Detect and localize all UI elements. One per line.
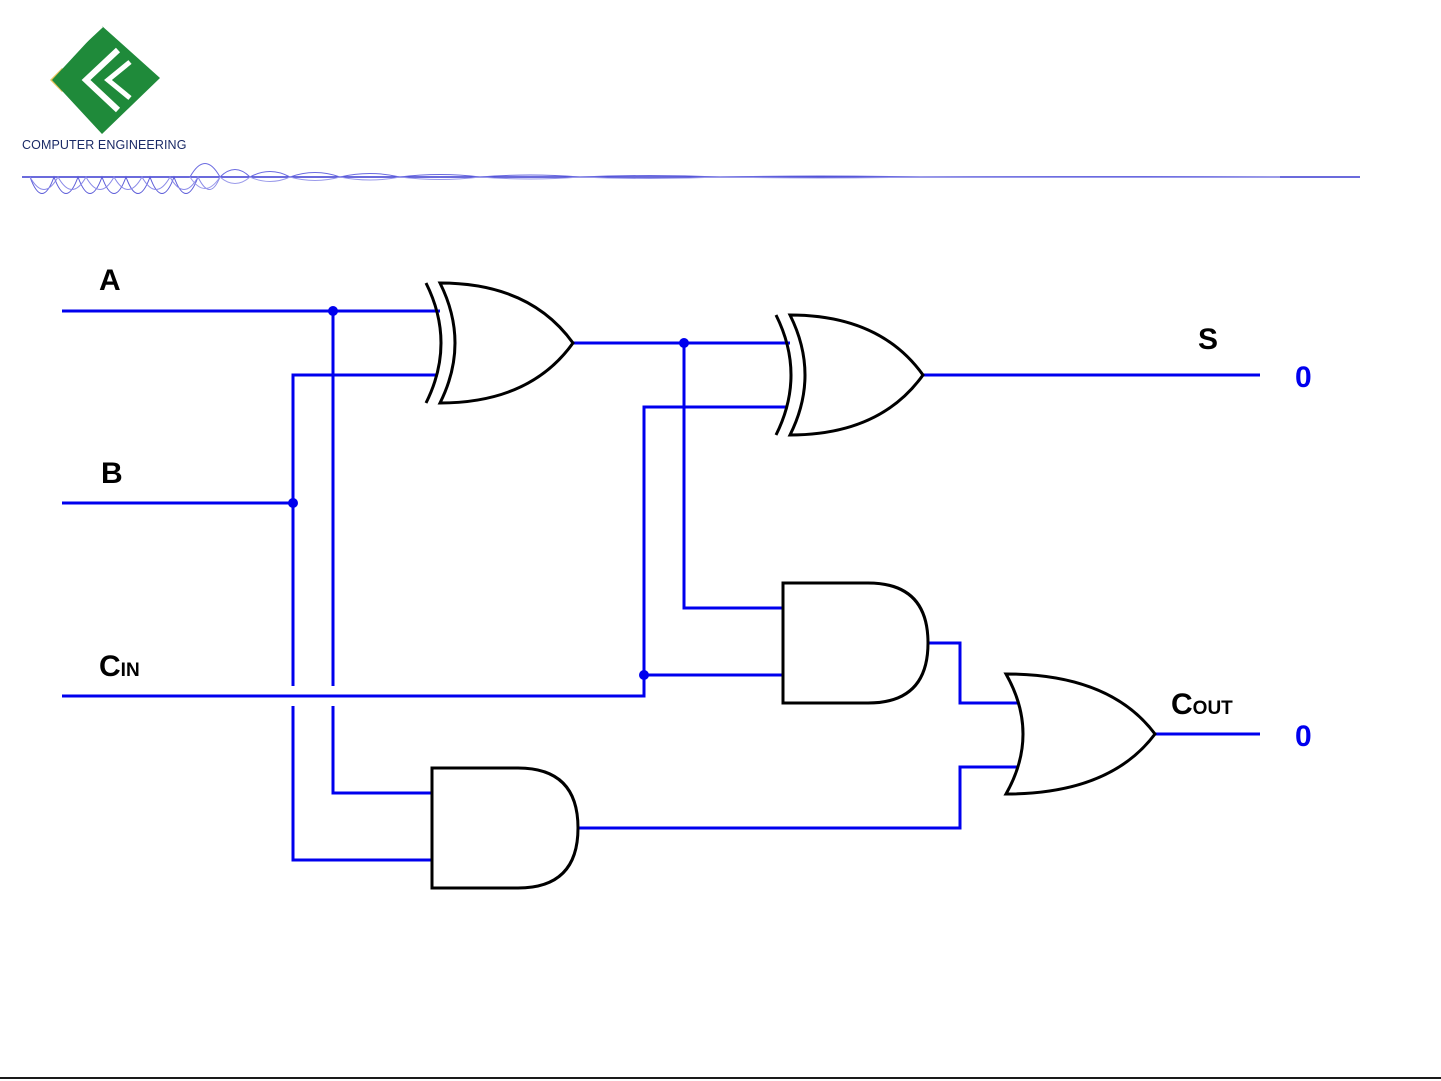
- footer-rule: [0, 1077, 1441, 1079]
- label-a: A: [99, 264, 121, 297]
- label-cout: COUT: [1171, 688, 1233, 721]
- wire-b-bus-top: [293, 375, 438, 503]
- sum-value: 0: [1295, 361, 1312, 394]
- or-gate: [1006, 674, 1155, 794]
- wire-cin: [62, 675, 783, 696]
- junction-b: [288, 498, 298, 508]
- wire-cin-to-xor2: [644, 407, 788, 675]
- label-cin: CIN: [99, 650, 140, 683]
- junction-a: [328, 306, 338, 316]
- and-gate-2: [432, 768, 578, 888]
- xor-gate-2: [776, 315, 923, 435]
- wire-and2-out: [578, 767, 1020, 828]
- cout-value: 0: [1295, 720, 1312, 753]
- wire-xor1-to-and: [684, 343, 783, 608]
- label-s: S: [1198, 323, 1218, 356]
- and-gate-1: [783, 583, 928, 703]
- labels: A B CIN S COUT 0 0: [99, 264, 1312, 753]
- junction-xor1-out: [679, 338, 689, 348]
- junction-cin: [639, 670, 649, 680]
- wire-b-bus-lower: [293, 706, 432, 860]
- xor-gate-1: [426, 283, 573, 403]
- label-b: B: [101, 457, 123, 490]
- wire-a-bus-lower: [333, 706, 432, 793]
